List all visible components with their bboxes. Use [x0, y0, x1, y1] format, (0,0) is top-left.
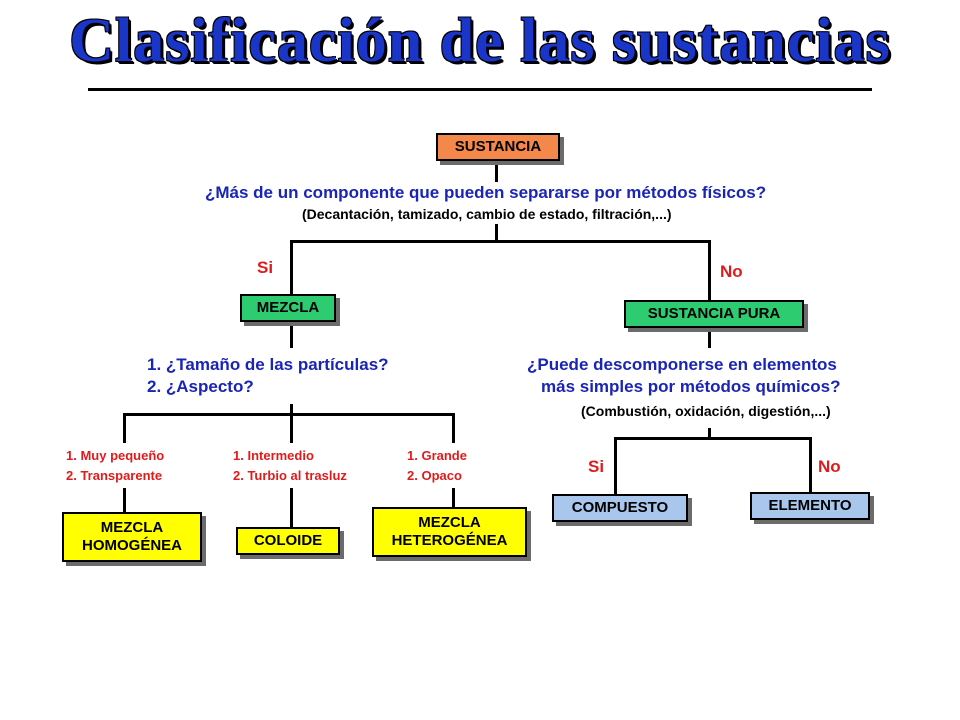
connector-line [290, 488, 293, 528]
title-underline [88, 88, 872, 91]
connector-line [290, 413, 293, 443]
node-mezcla-heterogenea: MEZCLA HETEROGÉNEA [372, 507, 527, 557]
node-coloide: COLOIDE [236, 527, 340, 555]
node-sustancia-pura: SUSTANCIA PURA [624, 300, 804, 328]
answer-si-mezcla: Si [257, 258, 274, 277]
criteria-heterogenea: 1. Grande 2. Opaco [407, 446, 467, 486]
page-title: Clasificación de las sustancias [69, 7, 891, 75]
answer-si-compuesto: Si [588, 457, 605, 476]
criteria-homogenea: 1. Muy pequeño 2. Transparente [66, 446, 164, 486]
connector-line [123, 488, 126, 513]
connector-line [290, 322, 293, 348]
connector-line [708, 428, 711, 440]
criteria-line: 1. Intermedio [233, 448, 314, 463]
connector-line [452, 488, 455, 508]
connector-line [708, 328, 711, 348]
connector-line [290, 240, 293, 295]
connector-line [123, 413, 455, 416]
connector-line [809, 437, 812, 492]
node-label-line: HETEROGÉNEA [391, 532, 508, 549]
question-line: más simples por métodos químicos? [541, 377, 841, 396]
connector-line [495, 160, 498, 182]
question-note-metodos-quimicos: (Combustión, oxidación, digestión,...) [581, 403, 831, 419]
answer-no-elemento: No [818, 457, 841, 476]
node-label-line: MEZCLA [418, 514, 481, 531]
criteria-line: 1. Grande [407, 448, 467, 463]
criteria-coloide: 1. Intermedio 2. Turbio al trasluz [233, 446, 347, 486]
connector-line [290, 404, 293, 416]
node-label-line: MEZCLA [100, 519, 164, 536]
criteria-line: 1. Muy pequeño [66, 448, 165, 463]
connector-line [708, 240, 711, 302]
question-tamano-aspecto: 1. ¿Tamaño de las partículas? 2. ¿Aspect… [147, 354, 389, 398]
question-separacion-fisica: ¿Más de un componente que pueden separar… [205, 183, 767, 202]
connector-line [614, 437, 812, 440]
criteria-line: 2. Turbio al trasluz [233, 468, 347, 483]
connector-line [290, 240, 711, 243]
question-line: 2. ¿Aspecto? [147, 377, 254, 396]
connector-line [495, 224, 498, 242]
connector-line [614, 437, 617, 495]
criteria-line: 2. Opaco [407, 468, 462, 483]
connector-line [123, 413, 126, 443]
node-sustancia: SUSTANCIA [436, 133, 560, 161]
connector-line [452, 413, 455, 443]
answer-no-sustancia-pura: No [720, 262, 743, 281]
criteria-line: 2. Transparente [66, 468, 163, 483]
node-compuesto: COMPUESTO [552, 494, 688, 522]
node-label-line: HOMOGÉNEA [81, 537, 182, 554]
question-note-metodos-fisicos: (Decantación, tamizado, cambio de estado… [302, 206, 672, 222]
node-mezcla: MEZCLA [240, 294, 336, 322]
node-mezcla-homogenea: MEZCLA HOMOGÉNEA [62, 512, 202, 562]
question-line: ¿Puede descomponerse en elementos [527, 355, 837, 374]
question-line: 1. ¿Tamaño de las partículas? [147, 355, 389, 374]
node-elemento: ELEMENTO [750, 492, 870, 520]
question-descomposicion-quimica: ¿Puede descomponerse en elementos más si… [527, 354, 840, 398]
